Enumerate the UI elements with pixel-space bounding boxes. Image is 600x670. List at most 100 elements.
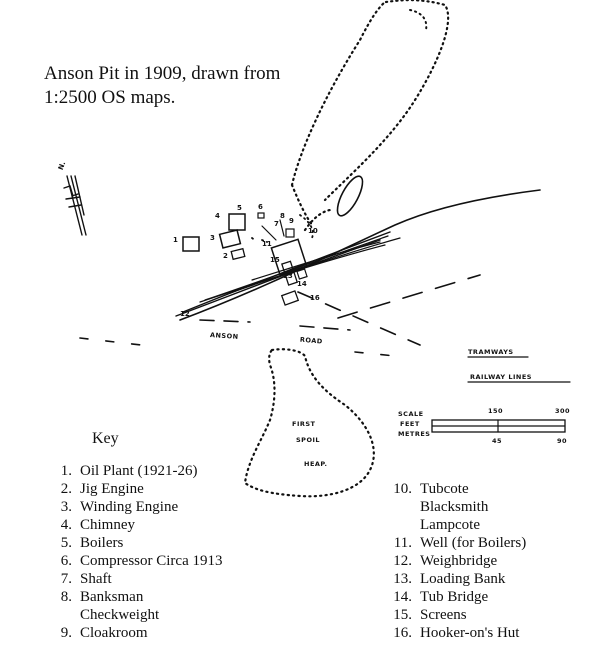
key-item-text-line: Well (for Boilers)	[420, 535, 527, 551]
key-item-text: Boilers	[80, 534, 123, 552]
building-5-boilers	[228, 213, 246, 231]
key-item-text: Weighbridge	[420, 552, 497, 570]
key-item: 3. Winding Engine	[36, 498, 222, 516]
key-item: 6. Compressor Circa 1913	[36, 552, 223, 570]
key-item: 9.Cloakroom	[36, 624, 222, 642]
key-item-text-line: Oil Plant (1921-26)	[80, 463, 198, 479]
north-arrow-icon	[63, 175, 87, 236]
map-number-16: 16	[310, 294, 320, 302]
key-title: Key	[92, 430, 119, 447]
building-tail-7	[261, 225, 277, 241]
map-number-12: 12	[180, 310, 190, 318]
dotted-bits-11	[251, 237, 268, 243]
key-item-number: 2.	[60, 481, 72, 497]
key-item-number: 13.	[393, 571, 412, 587]
key-item-text-line: Tub Bridge	[420, 589, 489, 605]
building-2-jig	[230, 247, 246, 261]
railway-curve-long	[179, 189, 541, 321]
key-item-text: Hooker-on's Hut	[420, 624, 519, 642]
key-item-number: 12.	[393, 553, 412, 569]
road-label-road: ROAD	[300, 336, 323, 346]
anson-road-dash-2	[299, 325, 351, 331]
key-item-number: 11.	[393, 535, 412, 551]
key-item-number: 7.	[60, 571, 72, 587]
railway-line-1	[175, 239, 381, 317]
map-title: Anson Pit in 1909, drawn from 1:2500 OS …	[44, 62, 280, 110]
legend-tramways-label: TRAMWAYS	[468, 348, 514, 356]
key-item: 11. Well (for Boilers)	[376, 534, 526, 552]
map-number-11: 11	[262, 240, 272, 248]
key-item-text: Screens	[420, 606, 467, 624]
key-item-text: Well (for Boilers)	[420, 534, 526, 552]
map-number-3: 3	[210, 234, 215, 242]
key-item-number: 15.	[393, 607, 412, 623]
key-item-text: Oil Plant (1921-26)	[80, 462, 198, 480]
key-item-number: 3.	[60, 499, 72, 515]
building-small-14	[280, 290, 300, 306]
spoil-label-3: HEAP.	[304, 460, 327, 468]
feet-label: FEET	[400, 420, 420, 428]
key-item-text-line: Compressor Circa 1913	[80, 553, 223, 569]
railway-line-4	[204, 235, 389, 301]
map-number-8: 8	[280, 212, 285, 220]
key-item-text: Winding Engine	[80, 498, 178, 516]
map-number-14: 14	[297, 280, 307, 288]
map-number-5: 5	[237, 204, 242, 212]
key-item-number: 4.	[60, 517, 72, 533]
map-number-1: 1	[173, 236, 178, 244]
key-item-number: 5.	[60, 535, 72, 551]
map-number-7: 7	[274, 220, 279, 228]
oval-feature	[336, 175, 364, 217]
scale-feet-end: 300	[555, 407, 570, 415]
building-1-oil-plant	[182, 236, 200, 252]
building-small-right	[296, 268, 308, 280]
key-item-number: 14.	[393, 589, 412, 605]
map-number-13: 13	[283, 272, 293, 280]
tramway-dashed-e	[337, 274, 481, 319]
key-item-text-line: Shaft	[80, 571, 112, 587]
spoil-heap-outline	[243, 348, 375, 498]
key-item-text-line: Boilers	[80, 535, 124, 551]
key-item-text: Compressor Circa 1913	[80, 552, 222, 570]
key-item-text-line: Weighbridge	[420, 553, 498, 569]
key-item: 4.Chimney	[36, 516, 222, 534]
building-9	[285, 228, 295, 238]
scale-metres-mid: 45	[492, 437, 502, 445]
legend-railway-label: RAILWAY LINES	[470, 373, 532, 381]
map-number-9: 9	[289, 217, 294, 225]
scale-label: SCALE	[398, 410, 424, 418]
key-item: 1. Oil Plant (1921-26)	[36, 462, 222, 480]
key-item-text-line: Lampcote	[420, 517, 480, 533]
railway-line-6	[251, 241, 381, 281]
key-item-number: 6.	[60, 553, 72, 569]
key-item-text-line: Checkweight	[80, 607, 160, 623]
key-item-text-line: Blacksmith	[420, 499, 489, 515]
map-number-4: 4	[215, 212, 220, 220]
key-item-text-line: Winding Engine	[80, 499, 179, 515]
key-item-text-line: Banksman	[80, 589, 144, 605]
map-number-10: 10	[308, 227, 318, 235]
key-item: 12. Weighbridge	[376, 552, 526, 570]
key-item: 13.Loading Bank	[376, 570, 526, 588]
key-item-number: 8.	[60, 589, 72, 605]
key-item-text-line: Hooker-on's Hut	[420, 625, 520, 641]
map-number-2: 2	[223, 252, 228, 260]
key-item: 2.Jig Engine	[36, 480, 222, 498]
building-3-winding	[218, 229, 242, 249]
scale-feet-mid: 150	[488, 407, 503, 415]
anson-road-dash-1	[199, 319, 251, 323]
map-number-6: 6	[258, 203, 263, 211]
key-item-text-line: Screens	[420, 607, 467, 623]
road-dashes-left	[79, 337, 151, 347]
key-item-text-line: Tubcote	[420, 481, 469, 497]
metres-label: METRES	[398, 430, 430, 438]
dotted-track-buildings	[299, 214, 314, 239]
key-item-text: Shaft	[80, 570, 112, 588]
scale-metres-end: 90	[557, 437, 567, 445]
key-item-number: 1.	[60, 463, 72, 479]
spoil-label-1: FIRST	[292, 420, 316, 428]
